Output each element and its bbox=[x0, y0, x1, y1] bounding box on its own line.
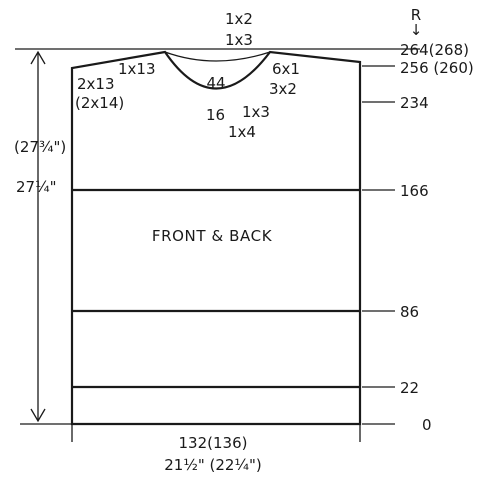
right-marker-letter: R bbox=[411, 6, 421, 24]
top-decrease-2: 1x3 bbox=[225, 31, 253, 49]
neck-right-1: 3x2 bbox=[269, 80, 297, 98]
width-inches-label: 21½" (22¼") bbox=[164, 456, 262, 474]
row-label-256: 256 (260) bbox=[400, 59, 474, 77]
row-label-22: 22 bbox=[400, 379, 419, 397]
shoulder-right-label: 6x1 bbox=[272, 60, 300, 78]
top-decrease-1: 1x2 bbox=[225, 10, 253, 28]
neckline-curve bbox=[164, 51, 271, 62]
armhole-left-2: (2x14) bbox=[75, 94, 124, 112]
neck-right-2: 1x3 bbox=[242, 103, 270, 121]
neck-right-3: 1x4 bbox=[228, 123, 256, 141]
row-label-0: 0 bbox=[422, 416, 432, 434]
height-arrow-bottom bbox=[30, 408, 46, 423]
height-arrow-top bbox=[30, 50, 46, 65]
height-large-label: (27¾") bbox=[14, 138, 66, 156]
neck-bottom-label: 16 bbox=[206, 106, 225, 124]
neck-rows-label: 44 bbox=[206, 74, 225, 92]
row-label-166: 166 bbox=[400, 182, 429, 200]
row-label-234: 234 bbox=[400, 94, 429, 112]
center-label: FRONT & BACK bbox=[152, 227, 273, 245]
shoulder-left-label: 1x13 bbox=[118, 60, 156, 78]
row-label-264: 264(268) bbox=[400, 41, 469, 59]
armhole-left-1: 2x13 bbox=[77, 75, 115, 93]
height-small-label: 27¼" bbox=[16, 178, 57, 196]
row-label-86: 86 bbox=[400, 303, 419, 321]
right-marker-arrow: ↓ bbox=[410, 21, 423, 39]
width-stitches-label: 132(136) bbox=[179, 434, 248, 452]
